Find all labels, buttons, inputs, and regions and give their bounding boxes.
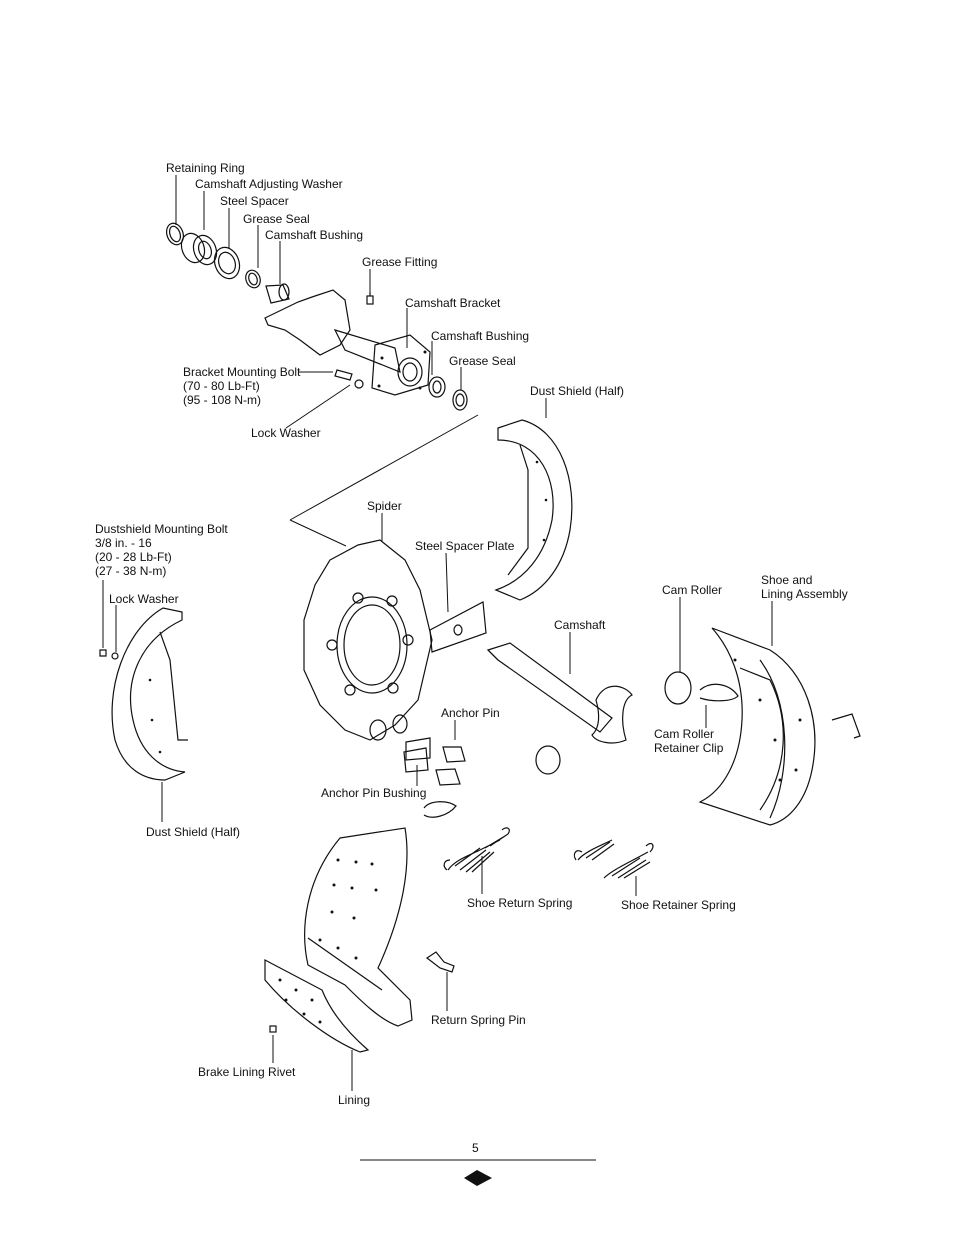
steel-spacer-plate [429,601,487,653]
label-anchor-pin-bushing: Anchor Pin Bushing [321,786,427,800]
brake-lining-rivet [269,1025,277,1033]
dustshield-mounting-bolt [99,649,107,657]
shoe-retainer-spring [573,839,654,879]
label-grease-seal-mid: Grease Seal [449,354,516,368]
label-camshaft-bushing-mid: Camshaft Bushing [431,329,530,343]
grease-seal-top [245,269,261,289]
label-dust-shield-half-top: Dust Shield (Half) [530,384,625,398]
label-grease-fitting: Grease Fitting [362,255,438,269]
camshaft-bracket [264,289,431,396]
label-bracket-mounting-bolt: Bracket Mounting Bolt (70 - 80 Lb-Ft) (9… [183,365,301,407]
camshaft-adjusting-washer [180,232,218,266]
label-retaining-ring: Retaining Ring [166,161,245,175]
label-camshaft-bracket: Camshaft Bracket [405,296,501,310]
bracket-mounting-bolt [334,369,353,381]
retaining-ring [165,222,185,246]
label-steel-spacer: Steel Spacer [220,194,289,208]
cam-roller [664,671,692,705]
label-dust-shield-half-left: Dust Shield (Half) [146,825,241,839]
label-camshaft: Camshaft [554,618,606,632]
steel-spacer [213,246,241,280]
anchor-pin [435,746,466,786]
label-shoe-retainer-spring: Shoe Retainer Spring [621,898,736,912]
grease-fitting [366,292,374,305]
label-cam-roller: Cam Roller [662,583,723,597]
label-dustshield-mounting-bolt: Dustshield Mounting Bolt 3/8 in. - 16 (2… [95,522,228,578]
anchor-pin-bushing [403,737,431,773]
lock-washer-top [354,379,364,389]
spider [303,539,433,741]
brake-shoe-lower [304,827,413,1027]
label-spider: Spider [367,499,402,513]
grease-seal-mid [452,389,468,411]
dust-shield-half-left [111,607,188,781]
label-cam-roller-retainer-clip: Cam Roller Retainer Clip [654,727,724,755]
camshaft-bushing-top [265,283,290,304]
label-shoe-return-spring: Shoe Return Spring [467,896,573,910]
label-lock-washer-left: Lock Washer [109,592,179,606]
cam-roller-loose [535,745,561,775]
label-camshaft-adjusting-washer: Camshaft Adjusting Washer [195,177,343,191]
camshaft [486,642,633,744]
lining [264,959,370,1053]
camshaft-bushing-mid [428,376,446,398]
lock-washer-left [111,652,119,660]
page-number: 5 [472,1141,479,1155]
cam-roller-retainer-clip [699,683,739,702]
label-shoe-and-lining-assembly: Shoe and Lining Assembly [761,573,848,601]
label-anchor-pin: Anchor Pin [441,706,500,720]
label-brake-lining-rivet: Brake Lining Rivet [198,1065,296,1079]
label-lock-washer-top: Lock Washer [251,426,321,440]
label-camshaft-bushing-top: Camshaft Bushing [265,228,364,242]
label-grease-seal-top: Grease Seal [243,212,310,226]
return-spring-pin [425,951,455,973]
label-return-spring-pin: Return Spring Pin [431,1013,526,1027]
label-lining: Lining [338,1093,371,1107]
shoe-and-lining-assembly [698,627,861,826]
shoe-return-spring [443,827,510,873]
leader-lines [102,175,773,1091]
dust-shield-half-top [494,419,573,601]
diamond-logo-icon [464,1170,492,1186]
label-steel-spacer-plate: Steel Spacer Plate [415,539,515,553]
anchor-spring-clip [423,801,457,818]
